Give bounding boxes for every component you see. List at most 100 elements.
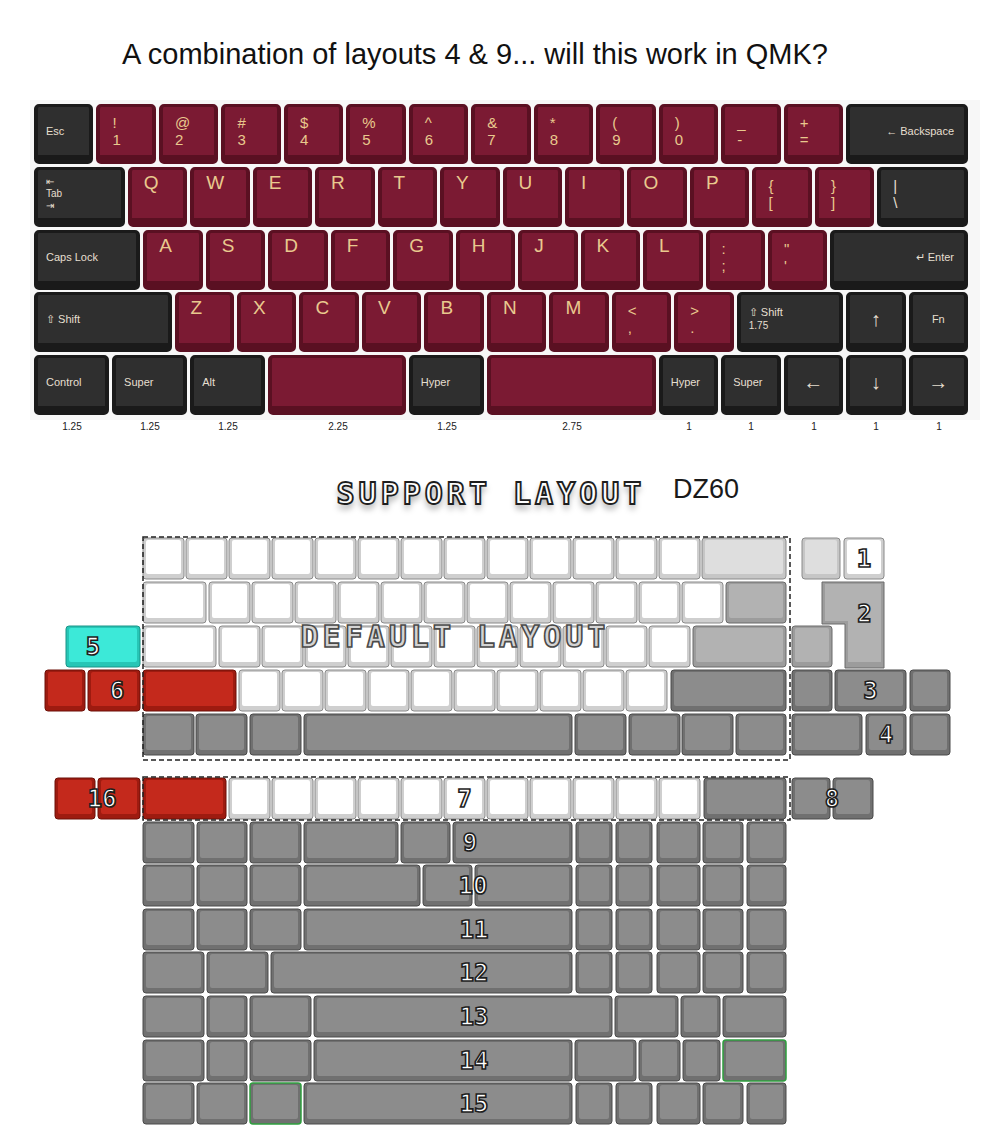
keycap-face — [146, 824, 191, 858]
keycap-face — [579, 867, 609, 901]
key-legend: # — [237, 114, 276, 131]
key-legend: I — [581, 172, 620, 194]
keycap-face — [578, 1042, 633, 1076]
key-legend: S — [222, 235, 261, 257]
keycap-face — [478, 867, 569, 901]
keycap: Y — [440, 167, 499, 227]
key-legend: Z — [191, 297, 230, 319]
key-legend: Super — [733, 375, 776, 389]
keycap-face — [91, 672, 137, 706]
keycap-face — [69, 628, 137, 662]
layout-number-key: 2 — [845, 598, 884, 630]
keycap-outline — [143, 538, 184, 579]
keycap-face — [146, 867, 191, 901]
keycap-outline — [616, 1083, 652, 1124]
keycap-face — [298, 584, 333, 618]
keycap-outline — [659, 538, 700, 579]
key-grid — [45, 538, 950, 1124]
title: A combination of layouts 4 & 9... will t… — [0, 38, 950, 71]
keycap: ↵ Enter — [830, 230, 968, 290]
keycap: Control — [34, 355, 109, 415]
layout-number-key: 9 — [448, 822, 492, 863]
keycap-outline — [747, 865, 786, 906]
keycap-outline — [358, 778, 399, 819]
keycap-face — [307, 1085, 569, 1119]
keycap: F — [331, 230, 390, 290]
keycap-face — [500, 672, 535, 706]
keycap: {[ — [752, 167, 811, 227]
keycap-outline — [304, 909, 572, 950]
layout-number: 9 — [463, 830, 477, 856]
keycap-face — [629, 672, 664, 706]
keycap-face — [706, 867, 740, 901]
keycap-outline — [197, 909, 247, 950]
keycap: W — [190, 167, 249, 227]
key-legend: 1.75 — [749, 319, 839, 333]
keycap-face — [48, 672, 82, 706]
keycap-face — [662, 540, 697, 574]
keycap-outline — [736, 714, 786, 755]
keycap-outline — [45, 670, 85, 711]
layout-number-key: 10 — [446, 865, 500, 906]
key-legend: K — [597, 235, 636, 257]
keycap-outline — [703, 865, 743, 906]
keycap: X — [237, 292, 296, 352]
key-legend: J — [534, 235, 573, 257]
section-heading: SUPPORT LAYOUT — [326, 476, 656, 511]
keycap: "' — [768, 230, 827, 290]
keycap: Esc — [34, 104, 93, 164]
keycap-outline — [338, 582, 379, 623]
layout-number: 16 — [88, 786, 117, 812]
keycap: Caps Lock — [34, 230, 140, 290]
layout-number: 12 — [460, 960, 489, 986]
keycap-outline — [703, 1083, 743, 1124]
keycap-outline — [682, 582, 723, 623]
keycap-outline — [553, 582, 594, 623]
keycap-outline — [693, 626, 786, 667]
keycap-outline — [657, 1083, 700, 1124]
layout-number-key: 12 — [448, 952, 500, 993]
key-legend: * — [550, 114, 589, 131]
key-legend: X — [253, 297, 292, 319]
width-label: 1.25 — [120, 421, 180, 432]
keycap-face — [200, 824, 244, 858]
keycap-outline — [444, 538, 485, 579]
keycap-outline — [272, 778, 313, 819]
keycap-outline — [304, 822, 398, 863]
keycap-face — [200, 867, 244, 901]
keycap-outline — [671, 670, 786, 711]
keycap: |\ — [877, 167, 968, 227]
keycap: }] — [815, 167, 874, 227]
keycap-outline — [703, 909, 743, 950]
keycap-face — [146, 1042, 201, 1076]
keycap-outline — [573, 778, 614, 819]
keycap-outline — [143, 952, 204, 993]
keycap-face — [265, 628, 300, 662]
keycap-face — [533, 540, 568, 574]
key-legend: R — [331, 172, 370, 194]
keycap-face — [341, 584, 376, 618]
key-legend: ; — [722, 257, 761, 274]
keycap-face — [706, 954, 740, 988]
keycap-face — [146, 628, 213, 662]
keycap-outline — [401, 778, 442, 819]
keycap-outline — [143, 582, 206, 623]
width-label: 1.25 — [417, 421, 477, 432]
key-legend: ⇤ — [46, 176, 121, 188]
keycap-face — [609, 628, 644, 662]
keycap-outline — [229, 778, 270, 819]
keycap: ⇧ Shift — [34, 292, 172, 352]
keycap-outline — [616, 538, 657, 579]
keycap-outline — [314, 1040, 572, 1081]
keycap-face — [146, 540, 181, 574]
key-legend: D — [284, 235, 323, 257]
keycap-outline — [530, 538, 571, 579]
keycap-outline — [747, 1083, 786, 1124]
key-legend: Q — [144, 172, 183, 194]
key-legend: $ — [300, 114, 339, 131]
keycap: *8 — [534, 104, 593, 164]
keycap-face — [685, 716, 730, 750]
keycap-face — [619, 824, 649, 858]
key-legend: | — [893, 177, 964, 194]
